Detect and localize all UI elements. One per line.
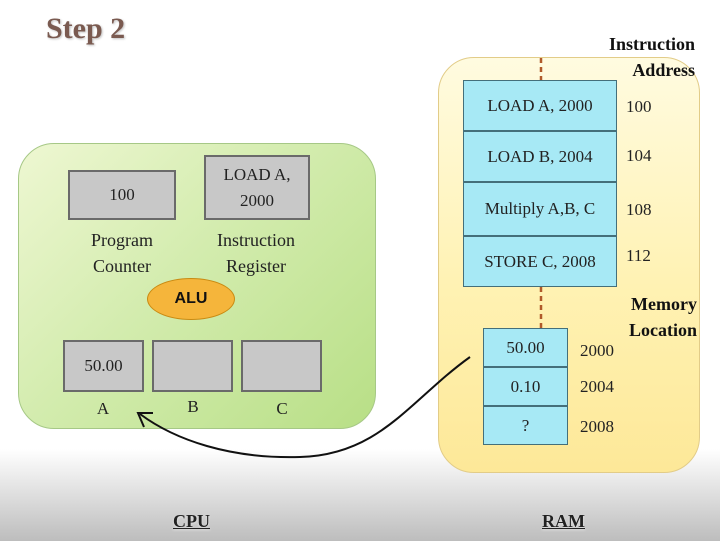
instruction-address: 112 [626,246,651,265]
ram-footer-label: RAM [542,511,585,531]
register-a-label: A [96,399,110,418]
memory-cell: 50.00 [483,328,568,367]
alu-unit: ALU [147,278,235,320]
instruction-address: 100 [626,97,652,116]
instruction-cell: LOAD A, 2000 [463,80,617,131]
register-c-box [241,340,322,392]
register-b-label: B [187,397,199,416]
instruction-address: 104 [626,146,652,165]
instruction-cell: STORE C, 2008 [463,236,617,287]
memory-address: 2008 [580,417,614,436]
memory-address: 2004 [580,377,614,396]
memory-cell: 0.10 [483,367,568,406]
program-counter-label: Program Counter [91,230,153,276]
slide-title: Step 2 [46,12,126,45]
memory-location-header: Memory Location [628,294,697,340]
instruction-register-label: Instruction Register [217,230,295,276]
cpu-footer-label: CPU [173,511,210,531]
instruction-address: 108 [626,200,652,219]
memory-address: 2000 [580,341,614,360]
instruction-address-header: Instruction Address [608,34,695,80]
register-a-box: 50.00 [63,340,144,392]
instruction-cell: Multiply A,B, C [463,182,617,236]
register-c-label: C [276,399,288,418]
instruction-cell: LOAD B, 2004 [463,131,617,182]
data-memory: 50.00 2000 0.10 2004 ? 2008 [483,328,643,448]
program-counter-box: 100 [68,170,176,220]
instruction-register-box: LOAD A, 2000 [204,155,310,220]
memory-cell: ? [483,406,568,445]
instruction-memory: LOAD A, 2000 100 LOAD B, 2004 104 Multip… [463,80,713,290]
register-b-box [152,340,233,392]
